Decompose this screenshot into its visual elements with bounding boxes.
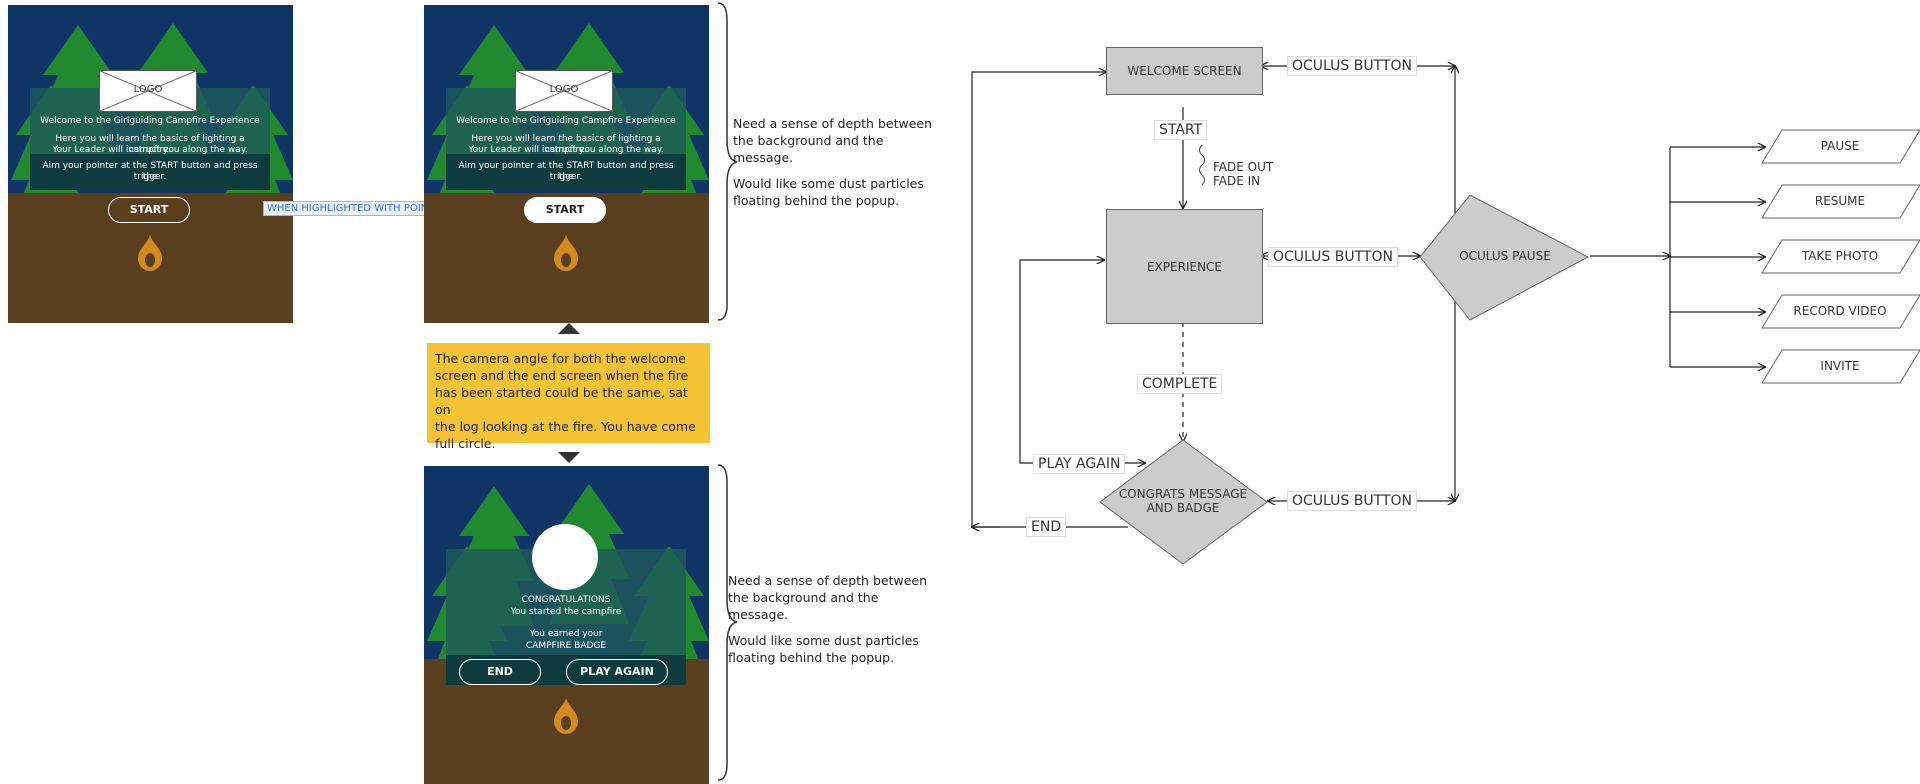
menu-item-invite: INVITE: [1820, 359, 1860, 373]
sticky-line: has been started could be the same, sat …: [435, 385, 688, 417]
welcome-line: trigger.: [549, 172, 583, 182]
down-triangle: [558, 452, 580, 463]
welcome-title: Welcome to the Girlguiding Campfire Expe…: [456, 116, 676, 126]
welcome-line: Here you will learn the basics of lighti…: [471, 134, 661, 155]
brace-bottom: [717, 464, 738, 781]
welcome-line: trigger.: [133, 172, 167, 182]
up-triangle: [558, 323, 580, 334]
campfire-flame-icon: [554, 698, 578, 734]
note-bottom: Need a sense of depth between the backgr…: [728, 573, 928, 665]
sticky-note: The camera angle for both the welcome sc…: [427, 343, 710, 451]
welcome-title: Welcome to the Girlguiding Campfire Expe…: [40, 116, 260, 126]
popup-button-bar: [446, 154, 686, 190]
welcome-line: Here you will learn the basics of lighti…: [55, 134, 245, 155]
logo-placeholder: LOGO: [515, 70, 613, 112]
end-screen-mockup: CONGRATULATIONS You started the campfire…: [424, 466, 709, 784]
end-button[interactable]: END: [459, 659, 541, 685]
menu-photo-shape: [1761, 239, 1920, 274]
oculus-pause-label: OCULUS PAUSE: [1459, 249, 1551, 263]
welcome-popup: LOGO Welcome to the Girlguiding Campfire…: [30, 70, 270, 190]
oculus-pause-diamond: [1419, 194, 1590, 321]
popup-button-bar: [30, 154, 270, 190]
welcome-line: Your Leader will instruct you along the …: [52, 145, 248, 155]
congrats-line: You earned your: [529, 629, 603, 639]
end-transition-label: END: [1026, 517, 1067, 537]
congrats-line: CAMPFIRE BADGE: [525, 641, 607, 651]
welcome-mockup-b: LOGO Welcome to the Girlguiding Campfire…: [424, 5, 709, 323]
menu-resume-shape: [1761, 184, 1920, 219]
play-again-transition-label: PLAY AGAIN: [1033, 454, 1126, 474]
fade-label: FADE OUT FADE IN: [1213, 160, 1274, 188]
note-top: Need a sense of depth between the backgr…: [733, 116, 933, 208]
congrats-diamond: [1099, 439, 1268, 565]
menu-video-shape: [1761, 294, 1920, 329]
congrats-label: CONGRATS MESSAGE AND BADGE: [1118, 487, 1248, 515]
oculus-button-label-3: OCULUS BUTTON: [1287, 491, 1417, 511]
brace-top: [717, 2, 738, 321]
experience-node: EXPERIENCE: [1106, 209, 1263, 324]
start-button-highlighted[interactable]: START: [524, 197, 606, 223]
menu-pause-shape: [1761, 129, 1920, 164]
menu-item-pause: PAUSE: [1820, 139, 1860, 153]
start-button[interactable]: START: [108, 197, 190, 223]
menu-item-take-photo: TAKE PHOTO: [1801, 249, 1879, 263]
badge-placeholder: [532, 524, 598, 590]
congrats-line: You started the campfire: [510, 607, 622, 617]
welcome-screen-node: WELCOME SCREEN: [1106, 47, 1263, 95]
campfire-flame-icon: [554, 235, 578, 271]
sticky-line: screen and the end screen when the fire: [435, 368, 689, 383]
complete-transition-label: COMPLETE: [1137, 374, 1223, 394]
logo-placeholder: LOGO: [99, 70, 197, 112]
congrats-line: CONGRATULATIONS: [521, 595, 611, 605]
welcome-popup: LOGO Welcome to the Girlguiding Campfire…: [446, 70, 686, 190]
sticky-line: full circle.: [435, 436, 496, 451]
welcome-line: Aim your pointer at the START button and…: [458, 161, 674, 182]
sticky-line: the log looking at the fire. You have co…: [435, 419, 696, 434]
welcome-mockup-a: LOGO Welcome to the Girlguiding Campfire…: [8, 5, 293, 323]
campfire-flame-icon: [138, 235, 162, 271]
play-again-button[interactable]: PLAY AGAIN: [566, 659, 668, 685]
menu-item-resume: RESUME: [1814, 194, 1866, 208]
welcome-line: Your Leader will instruct you along the …: [468, 145, 664, 155]
welcome-line: Aim your pointer at the START button and…: [42, 161, 258, 182]
menu-invite-shape: [1761, 349, 1920, 384]
oculus-button-label-2: OCULUS BUTTON: [1268, 247, 1398, 267]
start-transition-label: START: [1154, 120, 1208, 140]
oculus-button-label-1: OCULUS BUTTON: [1287, 56, 1417, 76]
menu-item-record-video: RECORD VIDEO: [1793, 304, 1887, 318]
sticky-line: The camera angle for both the welcome: [435, 351, 686, 366]
